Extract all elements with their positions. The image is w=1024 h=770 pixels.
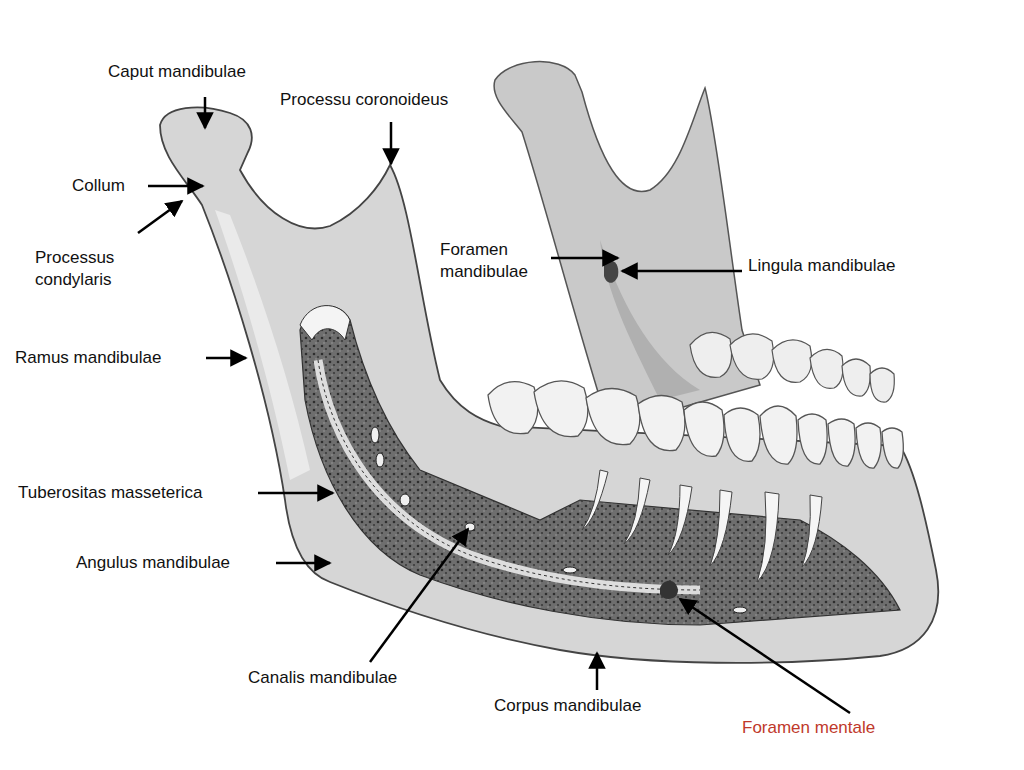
near-teeth (488, 381, 903, 468)
leader-arrows (138, 97, 850, 713)
tooth-roots (582, 470, 822, 582)
part-label: Canalis mandibulae (248, 667, 397, 689)
part-label: Processu coronoideus (280, 89, 448, 111)
ramus-highlight (215, 210, 310, 480)
part-label: Angulus mandibulae (76, 552, 230, 574)
near-mandible (160, 107, 938, 662)
leader-arrow (622, 270, 742, 273)
leader-arrow (551, 257, 618, 260)
leader-arrow (596, 653, 599, 690)
leader-arrow (276, 562, 330, 565)
far-teeth (690, 332, 894, 402)
leader-arrow (138, 201, 182, 233)
leader-arrow (258, 492, 333, 495)
molar-crypt (300, 306, 350, 340)
mandibular-canal-edge (318, 360, 700, 590)
far-ramus-shade (600, 240, 700, 400)
foramen-mentale-mark (660, 581, 678, 599)
part-label: Caput mandibulae (108, 61, 246, 83)
mandibular-canal (318, 360, 700, 590)
cancellous-cutaway (300, 306, 900, 625)
part-label: Foramen mandibulae (440, 239, 550, 283)
leader-arrow (390, 122, 393, 164)
part-label: Tuberositas masseterica (18, 482, 203, 504)
leader-arrow (148, 185, 203, 188)
leader-arrow (206, 357, 246, 360)
leader-arrow (370, 529, 468, 662)
foramen-mandibulae-mark (604, 261, 618, 283)
leader-arrow (204, 97, 207, 128)
far-ramus (494, 62, 760, 420)
part-label: Processus condylaris (35, 247, 135, 291)
part-label: Ramus mandibulae (15, 347, 161, 369)
part-label: Lingula mandibulae (748, 255, 895, 277)
part-label: Foramen mentale (742, 717, 875, 739)
part-label: Corpus mandibulae (494, 695, 641, 717)
part-label: Collum (72, 175, 125, 197)
leader-arrow (680, 599, 850, 713)
